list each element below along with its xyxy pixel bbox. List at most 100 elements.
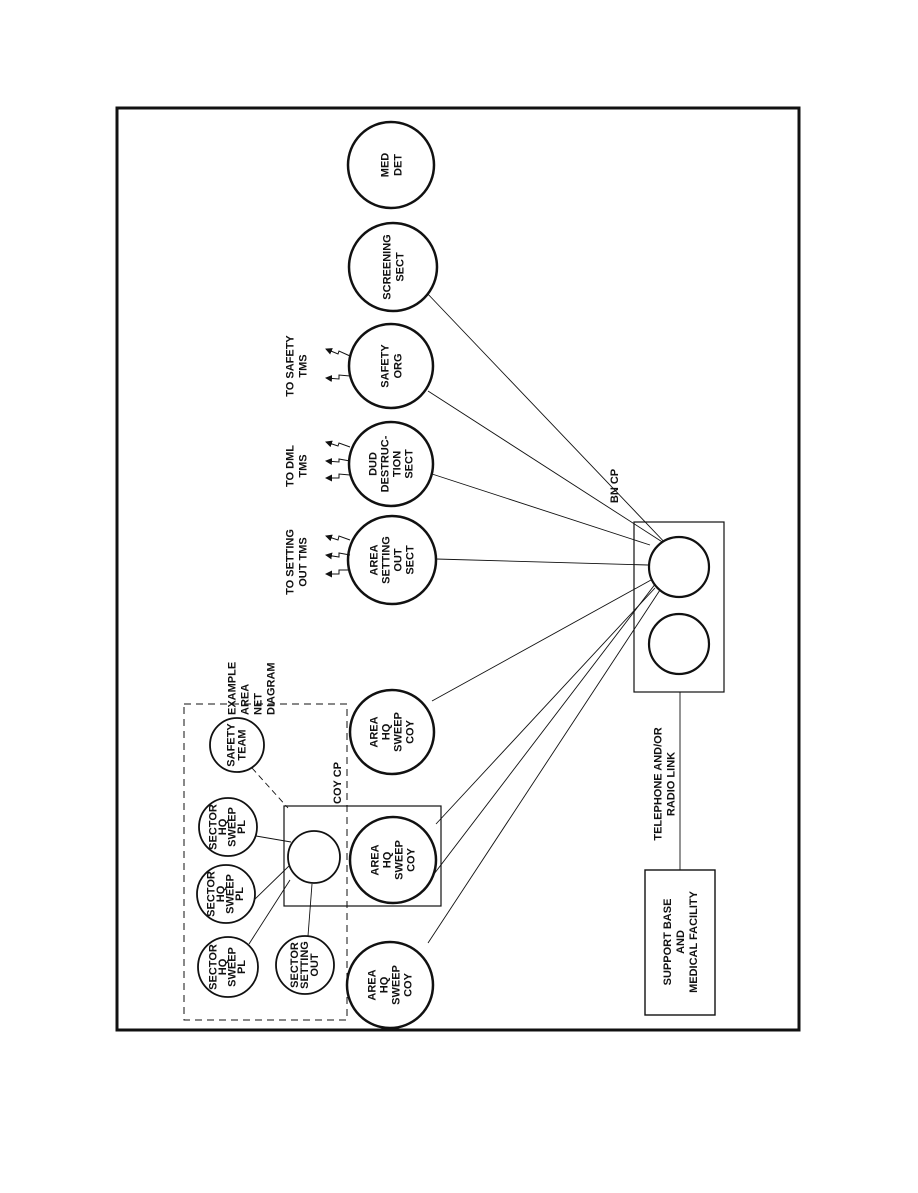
sector-pl-2-circle bbox=[196, 864, 256, 924]
screening-sect-circle bbox=[347, 221, 439, 313]
arrow-setting-2 bbox=[325, 552, 351, 560]
connection-lines bbox=[248, 290, 681, 945]
safety-org-label-line: SAFETY bbox=[379, 344, 391, 388]
sector-setting-out-label-line: OUT bbox=[309, 953, 321, 977]
sector-pl-1-label-line: SWEEP bbox=[227, 947, 239, 987]
area-coy-mid-label-line: AREA bbox=[370, 844, 382, 875]
link-med-det bbox=[417, 561, 673, 896]
link-area-coy-mid bbox=[435, 587, 656, 825]
arrow-dml-1 bbox=[325, 440, 351, 448]
arrow-safety-1 bbox=[325, 348, 351, 357]
arrow-setting-3 bbox=[325, 569, 350, 578]
area-coy-top-label-line: SWEEP bbox=[393, 712, 405, 752]
example-area-net-diagram-label-line: NET bbox=[252, 693, 264, 715]
sector-setting-out-label-line: SETTING bbox=[299, 941, 311, 989]
dud-destruction-label-line: DESTRUC- bbox=[380, 435, 392, 492]
arrow-safety-2 bbox=[325, 374, 351, 382]
bn-cp-box bbox=[633, 521, 725, 693]
area-setting-out-label-line: SECT bbox=[405, 545, 417, 575]
support-base-label-line: SUPPORT BASE bbox=[662, 899, 674, 986]
radio-arrows bbox=[325, 348, 351, 578]
sector-pl-1-label-line: SECTOR bbox=[208, 944, 220, 990]
area-coy-mid-label-line: HQ bbox=[382, 851, 394, 868]
example-area-net-diagram-label-line: EXAMPLE bbox=[226, 662, 238, 715]
to-safety-tms-label-line: TMS bbox=[297, 354, 309, 377]
area-coy-top-circle bbox=[348, 688, 436, 776]
coy-cp-circle bbox=[287, 830, 341, 884]
safety-team-label-line: TEAM bbox=[237, 729, 249, 760]
example-area-net-diagram-label-line: DIAGRAM bbox=[265, 662, 277, 715]
area-setting-out-circle bbox=[346, 514, 438, 606]
coy-cp-label-line: COY CP bbox=[332, 762, 344, 804]
example-area-net-diagram-label-line: AREA bbox=[239, 684, 251, 715]
safety-team-label-line: SAFETY bbox=[226, 723, 238, 767]
sector-pl-2-label-line: SWEEP bbox=[225, 874, 237, 914]
bn-cp-circle-left bbox=[647, 612, 711, 676]
coy-cp-label: COY CP bbox=[332, 762, 344, 804]
bn-cp-circle-right bbox=[647, 535, 711, 599]
arrow-dml-3 bbox=[325, 473, 351, 482]
sector-setting-out-circle bbox=[275, 935, 335, 995]
sector-pl-1-label-line: PL bbox=[236, 960, 248, 974]
link-sector-pl-2 bbox=[253, 864, 291, 901]
link-safety-team bbox=[251, 767, 289, 809]
area-coy-bottom-label-line: SWEEP bbox=[391, 965, 403, 1005]
med-det-label-line: MED bbox=[379, 153, 391, 178]
to-dml-tms-label-line: TO DML bbox=[284, 445, 296, 487]
arrow-setting-1 bbox=[325, 534, 351, 542]
support-base-label-line: AND bbox=[675, 930, 687, 954]
link-dud-destruction bbox=[431, 473, 651, 546]
area-coy-mid-label-line: SWEEP bbox=[394, 840, 406, 880]
area-coy-top-label-line: COY bbox=[405, 719, 417, 744]
med-det-circle bbox=[346, 120, 436, 210]
link-safety-org bbox=[427, 390, 668, 546]
area-setting-out-label-line: OUT bbox=[393, 548, 405, 572]
sector-pl-3-label-line: SECTOR bbox=[208, 804, 220, 850]
sector-pl-3-label-line: HQ bbox=[217, 818, 229, 835]
area-setting-out-label-line: SETTING bbox=[381, 536, 393, 584]
coy-cp-box bbox=[283, 805, 442, 907]
screening-sect-label-line: SCREENING bbox=[381, 234, 393, 299]
link-area-coy-top bbox=[431, 579, 652, 702]
to-setting-out-tms-label-line: OUT TMS bbox=[297, 537, 309, 587]
dud-destruction-label-line: DUD bbox=[368, 452, 380, 476]
sector-pl-3-label-line: SWEEP bbox=[227, 807, 239, 847]
node-circles bbox=[196, 120, 711, 1030]
link-sector-pl-3 bbox=[255, 835, 292, 843]
area-coy-mid-circle bbox=[348, 815, 438, 905]
to-safety-tms-label-line: TO SAFETY bbox=[284, 335, 296, 397]
link-sector-pl-1 bbox=[248, 879, 291, 945]
safety-org-circle bbox=[347, 322, 435, 410]
sector-pl-3-label-line: PL bbox=[236, 820, 248, 834]
support-base-box bbox=[644, 869, 716, 1016]
arrow-dml-2 bbox=[325, 457, 351, 465]
link-sector-setting-out bbox=[307, 883, 313, 937]
area-coy-bottom-label-line: COY bbox=[403, 972, 415, 997]
telephone-radio-link-label-line: TELEPHONE AND/OR bbox=[652, 727, 664, 840]
safety-org-label-line: ORG bbox=[392, 353, 404, 378]
support-base-label-line: MEDICAL FACILITY bbox=[688, 890, 700, 993]
to-setting-out-tms-label-line: TO SETTING bbox=[284, 529, 296, 595]
area-coy-bottom-label-line: HQ bbox=[379, 976, 391, 993]
dud-destruction-label-line: TION bbox=[392, 451, 404, 477]
dud-destruction-circle bbox=[347, 420, 435, 508]
sector-pl-3-circle bbox=[198, 797, 258, 857]
